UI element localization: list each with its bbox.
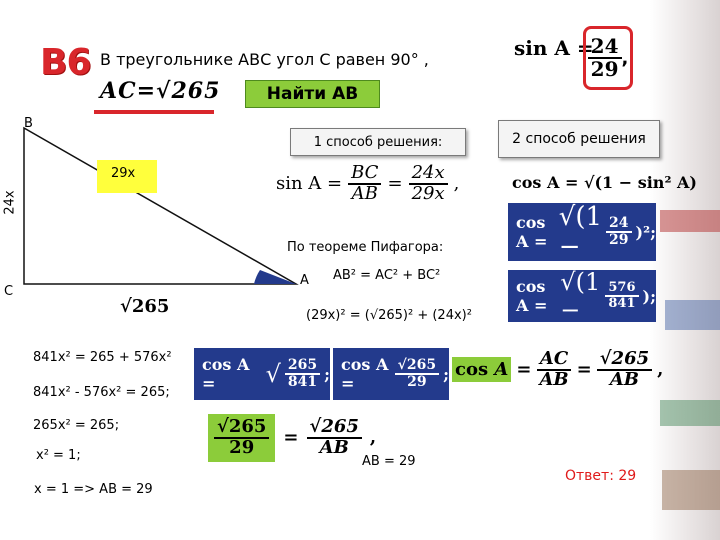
- cos-sq-prefix: cos A =: [516, 277, 548, 315]
- final-rhs-num: √265: [306, 417, 362, 439]
- sin-frac-ratio: BC AB: [348, 163, 382, 204]
- books-decoration: [650, 0, 720, 540]
- cos-root-sign: √: [265, 360, 281, 388]
- final-lhs-den: 29: [229, 436, 255, 458]
- sinA-comma: ,: [621, 47, 629, 69]
- step-3: 841x² - 576x² = 265;: [33, 385, 170, 400]
- final-lhs-box: √265 29: [208, 414, 276, 462]
- sin-frac-values: 24x 29x: [408, 163, 448, 204]
- method2-title: 2 способ решения: [498, 120, 660, 158]
- cos-root-num: 265: [284, 358, 321, 375]
- cos-val-frac: √265 29: [394, 358, 440, 390]
- problem-badge: B6: [40, 42, 91, 83]
- method1-title: 1 способ решения:: [290, 128, 466, 156]
- given-ac-underline: [94, 110, 214, 114]
- side-ab-label: 29x: [97, 160, 157, 193]
- cos-ratio-label-box: cos A: [452, 357, 512, 383]
- book-spine-3: [660, 400, 720, 426]
- side-bc-label: 24x: [2, 190, 18, 215]
- cos-val-num: √265: [394, 358, 440, 375]
- cos-sub-frac: 24 29: [606, 216, 632, 248]
- final-eq: =: [283, 427, 299, 449]
- cos-ratio-ac: AC: [536, 349, 572, 371]
- cos-substitution-box: cos A = √(1 − 24 29 )²;: [508, 202, 656, 262]
- cos-identity: cos A = √(1 − sin² A): [512, 173, 697, 192]
- final-equation: √265 29 = √265 AB ,: [208, 414, 376, 462]
- cos-root-frac: 265 841: [284, 358, 321, 390]
- cos-squared-box: cos A = √(1 − 576 841 );: [508, 268, 656, 324]
- step-4: 265x² = 265;: [33, 418, 120, 433]
- cos-ratio-eq1: =: [516, 359, 532, 381]
- sinA-denominator: 29: [590, 57, 619, 81]
- cos-ratio-num: √265: [596, 349, 653, 371]
- sin-frac-ab: AB: [351, 182, 378, 204]
- cos-val-prefix: cos A =: [341, 355, 389, 393]
- cos-sub-root-open: √(1 −: [558, 202, 603, 262]
- cos-root-box: cos A = √ 265 841 ;: [194, 348, 330, 400]
- cos-sq-frac: 576 841: [605, 281, 639, 311]
- given-ac: AC=√265: [100, 78, 221, 104]
- cos-value-box: cos A = √265 29 ;: [333, 348, 449, 400]
- sinA-given: sin A =: [514, 36, 594, 60]
- find-label: Найти АВ: [245, 80, 380, 108]
- sinA-numerator: 24: [587, 36, 622, 59]
- triangle-shape: [23, 126, 299, 285]
- cos-ratio-comma: ,: [657, 359, 664, 381]
- final-rhs-den: AB: [319, 436, 349, 458]
- step-6: x = 1 => AB = 29: [34, 482, 153, 497]
- sinA-given-box: 24 29 ,: [583, 26, 633, 90]
- sin-eq-label: sin A =: [276, 173, 343, 195]
- side-ac-label: √265: [120, 296, 170, 317]
- sin-frac-29x: 29x: [411, 182, 445, 204]
- cos-sq-den: 841: [608, 296, 636, 311]
- step-5: x² = 1;: [36, 448, 81, 463]
- pythagoras-formula: AB² = AC² + BC²: [333, 268, 441, 283]
- pythagoras-title: По теореме Пифагора:: [287, 240, 444, 255]
- cos-ratio-frac2: √265 AB: [596, 349, 653, 390]
- cos-sq-close: );: [642, 286, 656, 306]
- cos-val-semicolon: ;: [443, 364, 449, 384]
- method1-result: AB = 29: [362, 454, 416, 469]
- cos-ratio-equation: cos A = AC AB = √265 AB ,: [452, 349, 664, 390]
- sin-equals: =: [387, 173, 403, 195]
- sinA-label: sin A =: [514, 36, 594, 60]
- sin-frac-bc: BC: [348, 163, 382, 185]
- cos-sq-num: 576: [605, 281, 639, 297]
- cos-val-den: 29: [407, 374, 427, 390]
- final-lhs-num: √265: [214, 417, 270, 439]
- cos-ratio-eq2: =: [576, 359, 592, 381]
- problem-text: В треугольнике АВС угол С равен 90° ,: [100, 50, 429, 69]
- cos-sub-prefix: cos A =: [516, 213, 548, 251]
- sin-comma: ,: [453, 173, 460, 195]
- cos-sub-close: )²;: [635, 222, 656, 242]
- sinA-fraction: 24 29: [587, 36, 622, 81]
- step-1: (29x)² = (√265)² + (24x)²: [306, 308, 472, 323]
- cos-sub-den: 29: [609, 232, 629, 248]
- angle-a-arc: [254, 270, 296, 284]
- cos-ratio-ab: AB: [539, 368, 569, 390]
- final-rhs-frac: √265 AB: [306, 417, 362, 458]
- answer: Ответ: 29: [565, 468, 637, 484]
- book-spine-4: [662, 470, 720, 510]
- cos-root-den: 841: [287, 374, 318, 390]
- cos-root-semicolon: ;: [324, 364, 330, 384]
- cos-ratio-frac: AC AB: [536, 349, 572, 390]
- book-spine-2: [665, 300, 720, 330]
- vertex-b: B: [24, 116, 33, 131]
- cos-ratio-den: AB: [609, 368, 640, 390]
- cos-sq-root-open: √(1 −: [560, 268, 601, 324]
- sin-frac-24x: 24x: [408, 163, 448, 185]
- book-spine-1: [660, 210, 720, 232]
- vertex-c: C: [4, 284, 14, 299]
- cos-sub-num: 24: [606, 216, 632, 233]
- cos-root-prefix: cos A =: [202, 355, 250, 393]
- vertex-a: A: [300, 273, 309, 288]
- sin-equation: sin A = BC AB = 24x 29x ,: [276, 163, 460, 204]
- final-comma: ,: [369, 427, 377, 449]
- step-2: 841x² = 265 + 576x²: [33, 350, 172, 365]
